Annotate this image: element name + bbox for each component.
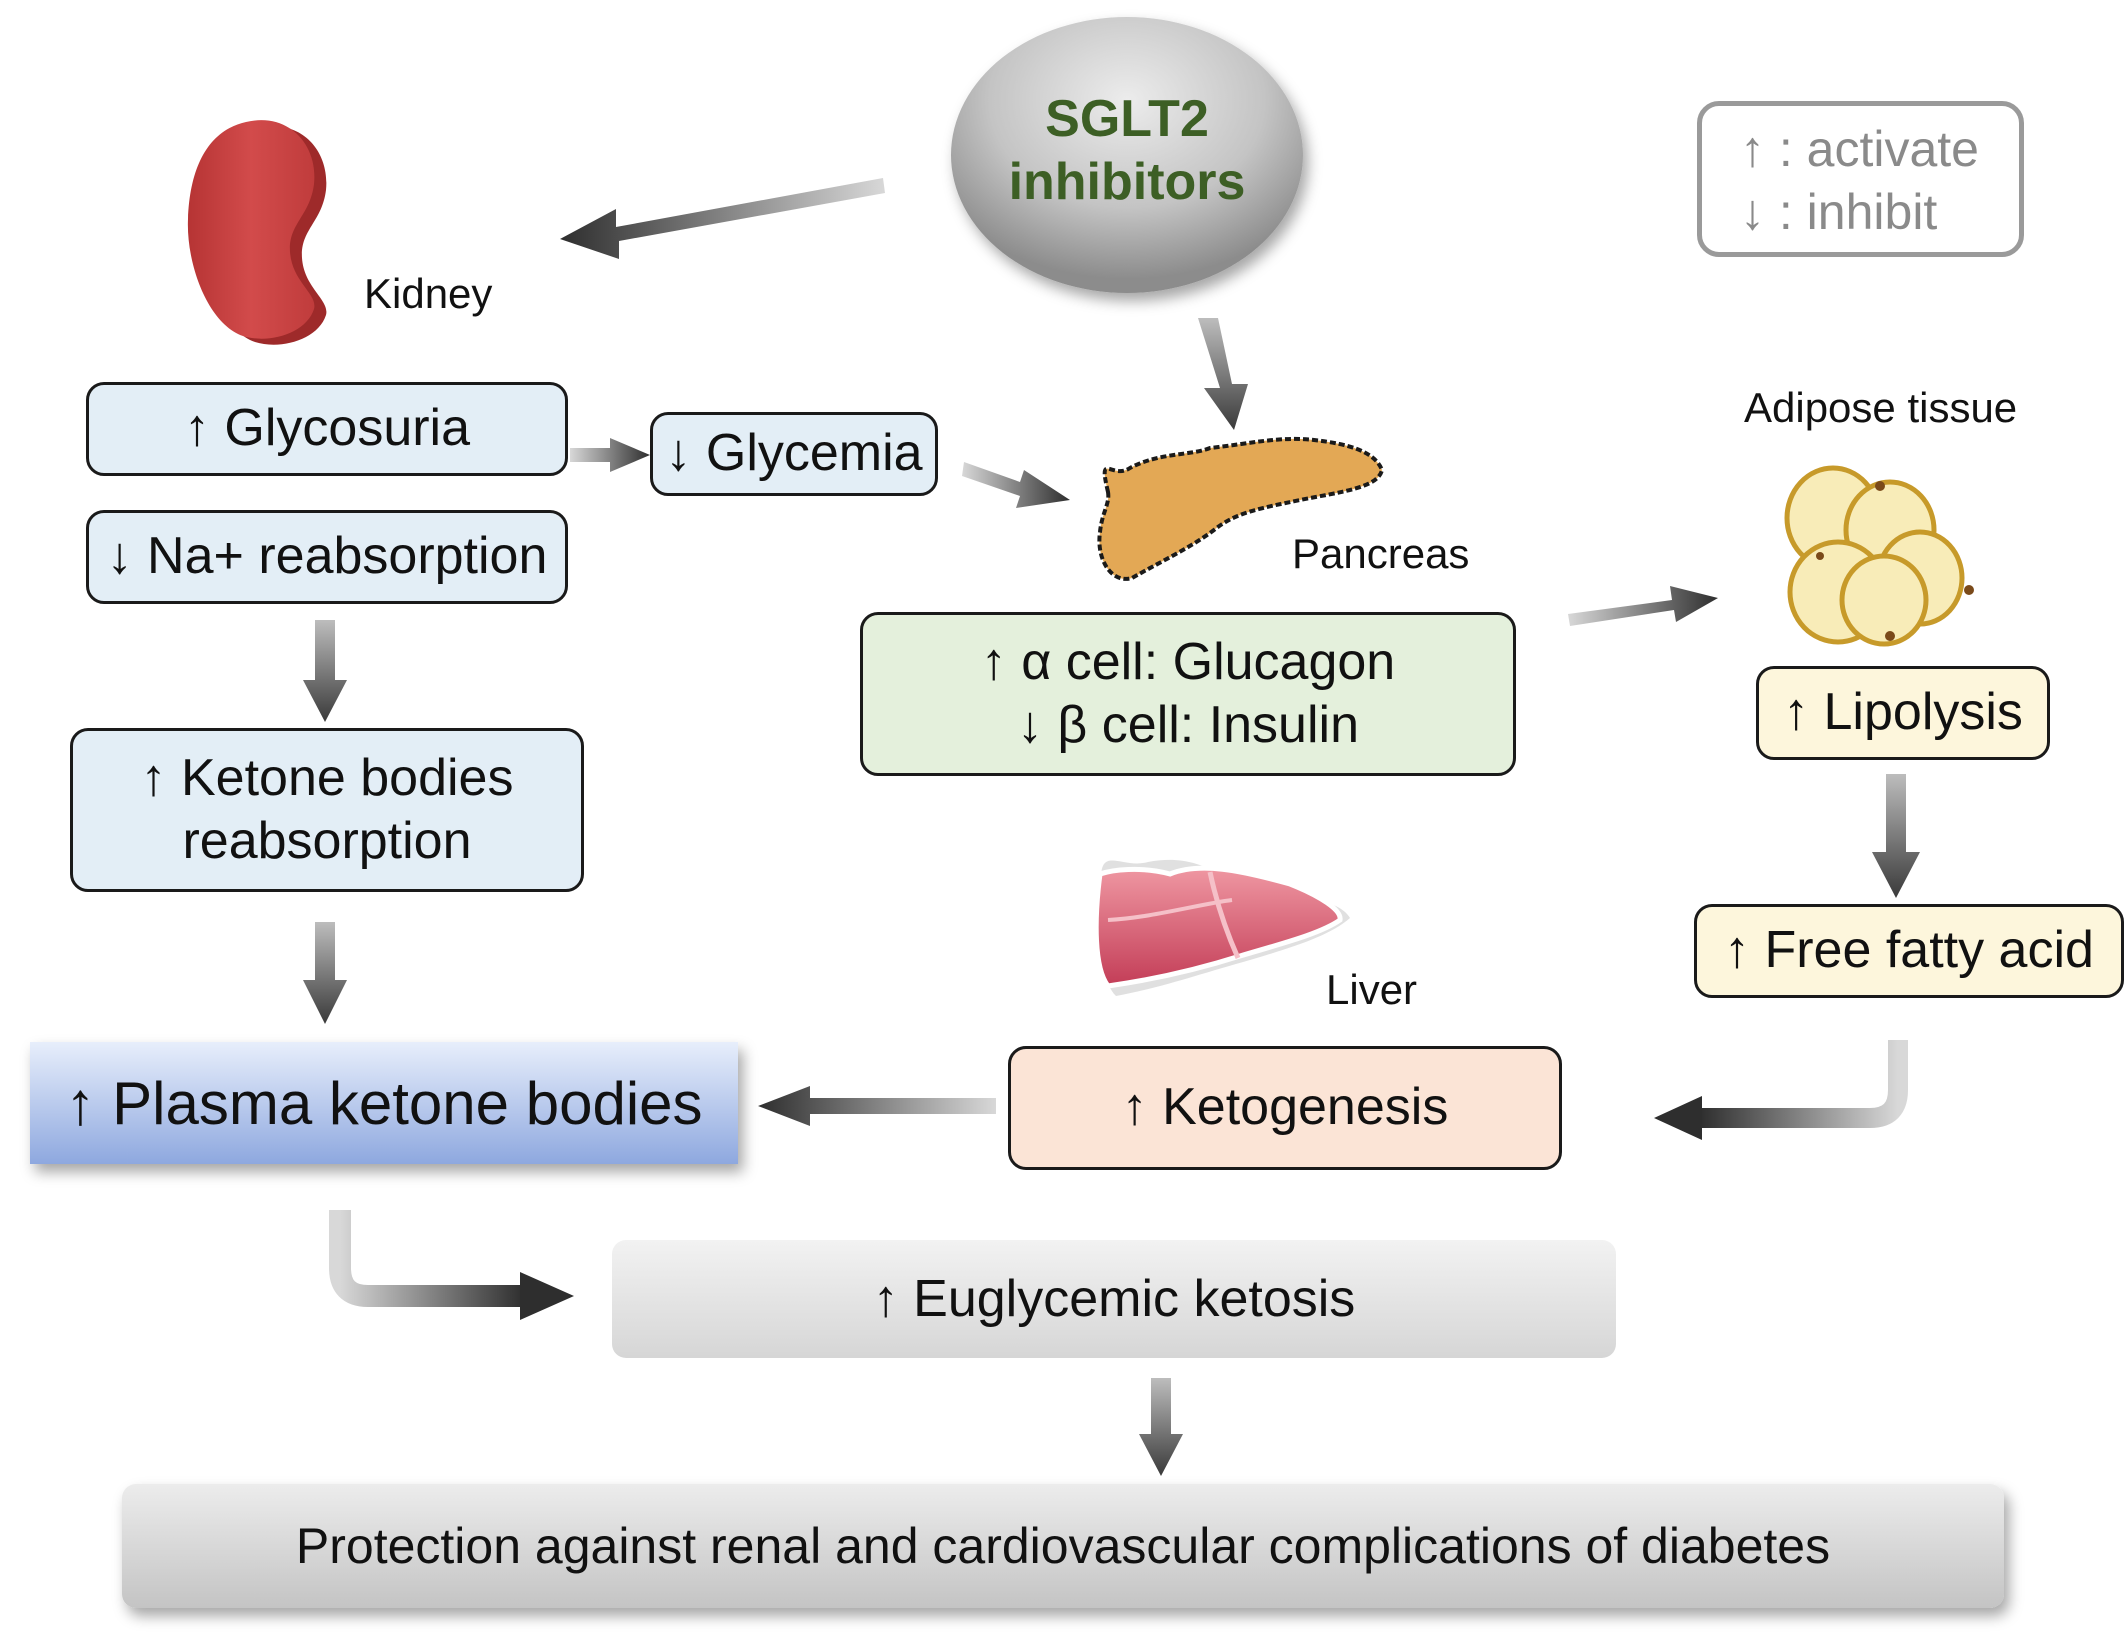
euglycemic-box-bg bbox=[612, 1240, 1616, 1358]
arrow-glycosuria-to-glycemia bbox=[570, 438, 650, 472]
glycosuria-box: ↑ Glycosuria bbox=[86, 382, 568, 476]
adipose-cells-icon bbox=[1784, 465, 1974, 647]
protection-box-bg bbox=[122, 1484, 2004, 1608]
liver-label: Liver bbox=[1326, 966, 1418, 1013]
protection-text: Protection against renal and cardiovascu… bbox=[295, 1518, 1831, 1574]
glycemia-box: ↓ Glycemia bbox=[650, 412, 938, 496]
kidney-label: Kidney bbox=[364, 270, 493, 317]
drug-title: SGLT2 inhibitors bbox=[951, 88, 1303, 215]
adipose-label: Adipose tissue bbox=[1744, 384, 2018, 431]
arrow-lipolysis-to-ffa bbox=[1872, 774, 1920, 898]
legend-box: ↑ : activate ↓ : inhibit bbox=[1697, 101, 2024, 257]
lipolysis-box: ↑ Lipolysis bbox=[1756, 666, 2050, 760]
glycosuria-text: ↑ Glycosuria bbox=[183, 399, 471, 458]
alpha-cell-text: ↑ α cell: Glucagon bbox=[980, 632, 1396, 691]
arrow-pancreas-to-adipose bbox=[1568, 586, 1718, 626]
arrow-euglycemic-to-protection bbox=[1139, 1378, 1183, 1476]
arrow-ffa-to-ketogenesis bbox=[1700, 1040, 1908, 1128]
pancreas-label: Pancreas bbox=[1292, 530, 1470, 577]
ketone-reabsorption-line2: reabsorption bbox=[182, 812, 472, 870]
beta-cell-text: ↓ β cell: Insulin bbox=[1016, 696, 1360, 754]
arrow-drug-to-kidney bbox=[560, 178, 885, 259]
free-fatty-acid-text: ↑ Free fatty acid bbox=[1724, 921, 2094, 980]
na-reabsorption-text: ↓ Na+ reabsorption bbox=[106, 527, 548, 586]
na-reabsorption-box: ↓ Na+ reabsorption bbox=[86, 510, 568, 604]
lipolysis-text: ↑ Lipolysis bbox=[1783, 683, 2023, 742]
arrow-plasma-to-euglycemic-head bbox=[520, 1272, 574, 1320]
free-fatty-acid-box: ↑ Free fatty acid bbox=[1694, 904, 2124, 998]
legend-inhibit: ↓ : inhibit bbox=[1740, 183, 1938, 240]
liver-icon bbox=[1093, 859, 1350, 996]
arrow-glycemia-to-pancreas bbox=[962, 462, 1070, 508]
euglycemic-ketosis-text: ↑ Euglycemic ketosis bbox=[872, 1270, 1356, 1328]
pancreas-cells-box: ↑ α cell: Glucagon ↓ β cell: Insulin bbox=[860, 612, 1516, 776]
arrow-drug-to-pancreas bbox=[1198, 318, 1248, 430]
drug-ellipse bbox=[951, 17, 1303, 293]
ketogenesis-box: ↑ Ketogenesis bbox=[1008, 1046, 1562, 1170]
ketone-reabsorption-box: ↑ Ketone bodies reabsorption bbox=[70, 728, 584, 892]
arrow-ketogenesis-to-plasma bbox=[758, 1086, 996, 1126]
kidney-icon bbox=[187, 120, 327, 345]
plasma-ketone-text: ↑ Plasma ketone bodies bbox=[65, 1069, 703, 1137]
arrow-plasma-to-euglycemic bbox=[329, 1210, 524, 1307]
drug-title-line2: inhibitors bbox=[1008, 153, 1246, 212]
ketogenesis-text: ↑ Ketogenesis bbox=[1121, 1078, 1449, 1137]
glycemia-text: ↓ Glycemia bbox=[665, 424, 923, 483]
drug-title-line1: SGLT2 bbox=[1045, 90, 1209, 148]
legend-activate: ↑ : activate bbox=[1740, 121, 1979, 177]
pancreas-icon bbox=[1097, 436, 1385, 581]
plasma-ketone-box-bg bbox=[30, 1042, 738, 1164]
ketone-reabsorption-line1: ↑ Ketone bodies bbox=[140, 748, 514, 807]
arrow-ffa-to-ketogenesis-head bbox=[1654, 1096, 1702, 1140]
arrow-ketone-to-plasma bbox=[303, 922, 347, 1024]
arrow-na-to-ketone bbox=[303, 620, 347, 722]
